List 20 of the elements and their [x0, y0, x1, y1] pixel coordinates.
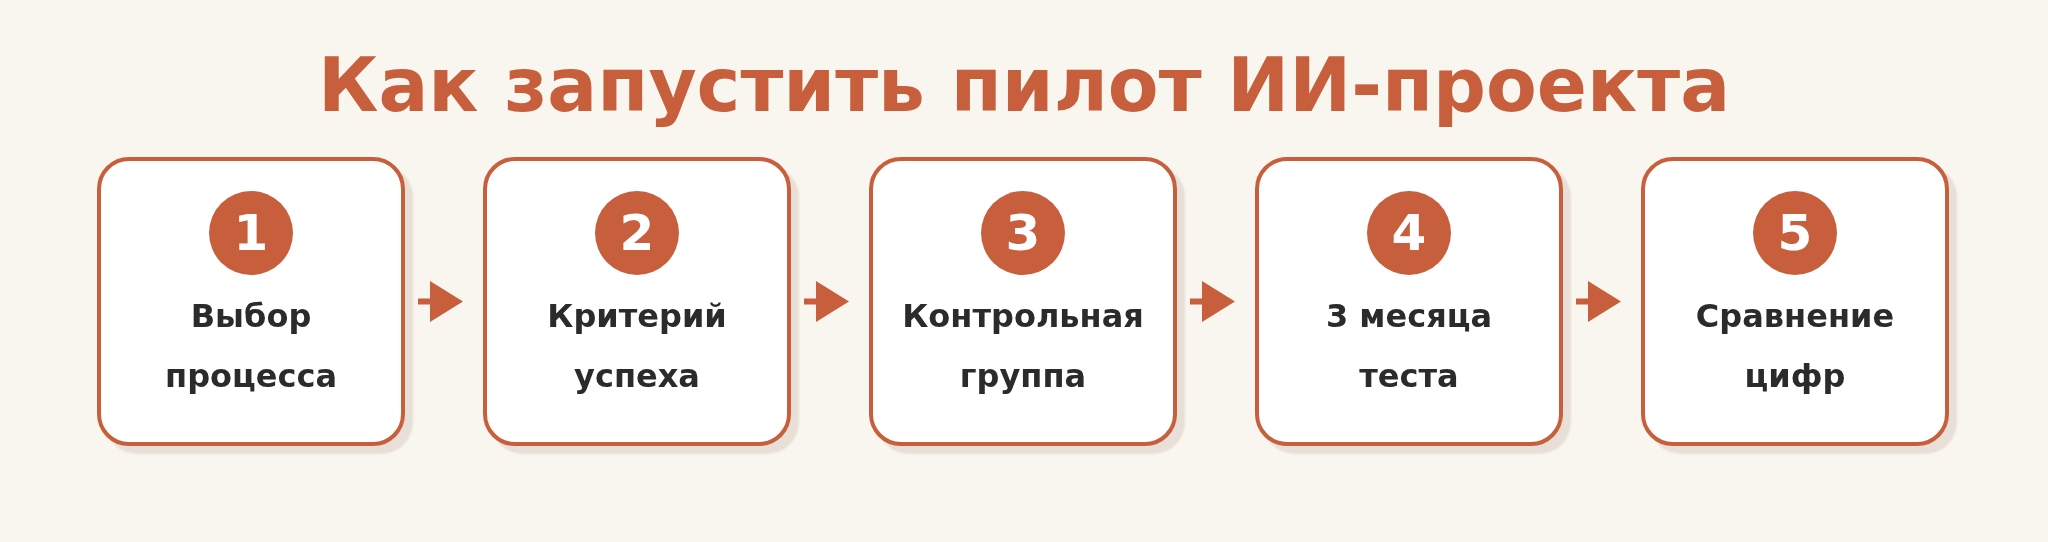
step-label: Критерий успеха [546, 296, 728, 397]
step-card [483, 157, 791, 446]
title: Как запустить пилот ИИ-проекта [317, 41, 1731, 130]
step-card [1641, 157, 1949, 446]
arrow [1576, 281, 1621, 322]
step-card [869, 157, 1177, 446]
step-number: 5 [1753, 191, 1837, 275]
step-label: Выбор процесса [164, 296, 338, 397]
arrow [418, 281, 463, 322]
arrow [1190, 281, 1235, 322]
arrow [804, 281, 849, 322]
step-number: 3 [981, 191, 1065, 275]
step-label: 3 месяца теста [1324, 296, 1494, 397]
step-label: Контрольная группа [901, 296, 1145, 397]
step-number: 2 [595, 191, 679, 275]
step-card [1255, 157, 1563, 446]
step-number: 4 [1367, 191, 1451, 275]
step-card [97, 157, 405, 446]
step-number: 1 [209, 191, 293, 275]
step-label: Сравнение цифр [1694, 296, 1896, 397]
